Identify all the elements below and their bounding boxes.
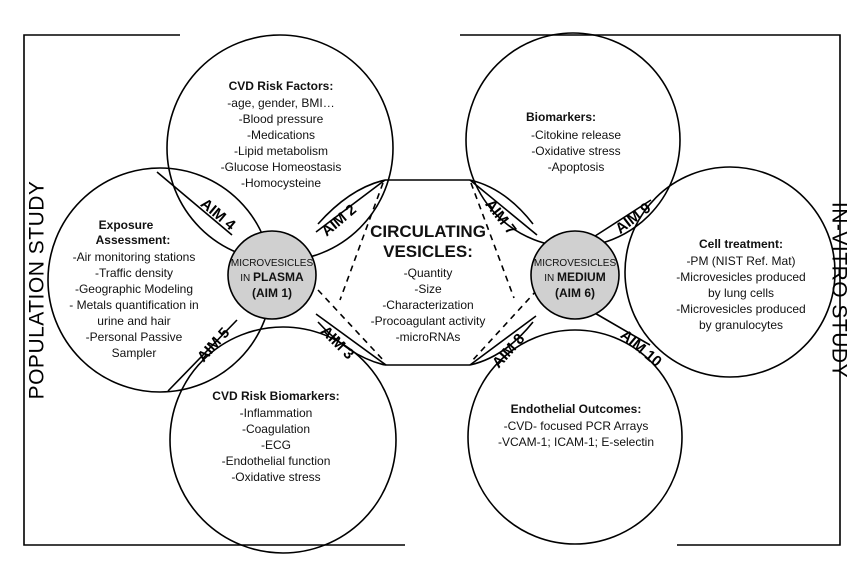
- cell-treatment-item: by lung cells: [708, 286, 774, 300]
- medium-hub-line3: (AIM 6): [555, 286, 595, 300]
- stadium-left-arc: [317, 179, 386, 225]
- endothelial-outcome-item: -VCAM-1; ICAM-1; E-selectin: [498, 435, 654, 449]
- cell-treatment-item: by granulocytes: [699, 318, 783, 332]
- exposure-item: -Traffic density: [95, 266, 173, 280]
- plasma-hub-circle: [227, 230, 317, 320]
- cvd-risk-factors-title: CVD Risk Factors:: [229, 79, 334, 93]
- cvd-risk-factor-item: -Homocysteine: [241, 176, 321, 190]
- cvd-risk-biomarkers-text: CVD Risk Biomarkers: -Inflammation -Coag…: [212, 389, 339, 484]
- cvd-risk-biomarker-item: -Endothelial function: [222, 454, 331, 468]
- circulating-vesicles-item: -Size: [414, 282, 442, 296]
- endothelial-outcomes-circle: [467, 329, 683, 545]
- plasma-hub-bold: PLASMA: [253, 270, 304, 284]
- exposure-item: Sampler: [112, 346, 157, 360]
- aim3-line: [315, 313, 387, 366]
- aim4-band-upper: [156, 171, 233, 236]
- cell-treatment-item: -PM (NIST Ref. Mat): [686, 254, 795, 268]
- aim2-dashed-line: [339, 182, 384, 301]
- aim7-line: [469, 179, 538, 236]
- cvd-risk-factor-item: -Blood pressure: [239, 112, 324, 126]
- cvd-risk-biomarker-item: -ECG: [261, 438, 291, 452]
- medium-hub-text: MICROVESICLES IN MEDIUM (AIM 6): [534, 258, 617, 300]
- cell-treatment-item: -Microvesicles produced: [676, 270, 805, 284]
- in-vitro-study-frame: [460, 34, 841, 546]
- biomarkers-title: Biomarkers:: [526, 110, 596, 124]
- exposure-item: - Metals quantification in: [69, 298, 198, 312]
- plasma-hub-text: MICROVESICLES IN PLASMA (AIM 1): [231, 258, 314, 300]
- aim5-label: AIM 5: [194, 324, 233, 365]
- stadium-right-arc-bottom: [469, 321, 534, 366]
- circulating-vesicles-title: CIRCULATING: [370, 222, 486, 241]
- endothelial-outcomes-title: Endothelial Outcomes:: [511, 402, 642, 416]
- cvd-risk-factor-item: -Medications: [247, 128, 315, 142]
- endothelial-outcome-item: -CVD- focused PCR Arrays: [504, 419, 649, 433]
- stadium-left-arc-bottom: [317, 321, 386, 366]
- stadium-right-arc: [469, 179, 534, 225]
- circulating-vesicles-shape: [385, 179, 470, 366]
- cvd-risk-factors-text: CVD Risk Factors: -age, gender, BMI… -Bl…: [221, 79, 342, 190]
- cvd-risk-factor-item: -age, gender, BMI…: [227, 96, 334, 110]
- exposure-assessment-title: Assessment:: [96, 233, 171, 247]
- circulating-vesicles-item: -microRNAs: [396, 330, 461, 344]
- cell-treatment-title: Cell treatment:: [699, 237, 783, 251]
- plasma-hub-line3: (AIM 1): [252, 286, 292, 300]
- aim3-dashed-line: [317, 289, 386, 363]
- circulating-vesicles-item: -Quantity: [404, 266, 453, 280]
- cvd-risk-biomarkers-title: CVD Risk Biomarkers:: [212, 389, 339, 403]
- aim10-line: [592, 311, 651, 346]
- cvd-risk-factor-item: -Glucose Homeostasis: [221, 160, 342, 174]
- exposure-item: -Geographic Modeling: [75, 282, 193, 296]
- biomarker-item: -Apoptosis: [548, 160, 605, 174]
- exposure-assessment-title: Exposure: [99, 218, 154, 232]
- circulating-vesicles-title: VESICLES:: [383, 242, 473, 261]
- circulating-vesicles-item: -Characterization: [382, 298, 473, 312]
- in-vitro-study-label: IN-VITRO STUDY: [827, 202, 850, 378]
- cell-treatment-text: Cell treatment: -PM (NIST Ref. Mat) -Mic…: [676, 237, 805, 332]
- cvd-risk-biomarker-item: -Oxidative stress: [231, 470, 320, 484]
- cvd-risk-biomarker-item: -Coagulation: [242, 422, 310, 436]
- plasma-hub-line1: MICROVESICLES: [231, 258, 314, 269]
- endothelial-outcomes-text: Endothelial Outcomes: -CVD- focused PCR …: [498, 402, 654, 449]
- medium-hub-prefix: IN: [544, 273, 557, 284]
- aim5-band-lower: [167, 319, 238, 392]
- medium-hub-line2: IN MEDIUM: [544, 270, 605, 284]
- aim7-dashed-line: [470, 182, 515, 299]
- biomarker-item: -Citokine release: [531, 128, 621, 142]
- aim8-line: [469, 315, 537, 366]
- aim8-dashed-line: [470, 289, 538, 363]
- cvd-risk-biomarker-item: -Inflammation: [240, 406, 313, 420]
- plasma-hub-line2: IN PLASMA: [240, 270, 304, 284]
- aim4-label: AIM 4: [197, 195, 239, 234]
- cvd-risk-factor-item: -Lipid metabolism: [234, 144, 328, 158]
- circulating-vesicles-text: CIRCULATING VESICLES: -Quantity -Size -C…: [370, 222, 486, 344]
- plasma-hub-prefix: IN: [240, 273, 253, 284]
- cell-treatment-circle: [624, 166, 836, 378]
- exposure-item: -Air monitoring stations: [73, 250, 196, 264]
- population-study-label: POPULATION STUDY: [26, 181, 49, 400]
- medium-hub-bold: MEDIUM: [557, 270, 606, 284]
- biomarker-item: -Oxidative stress: [531, 144, 620, 158]
- aim2-line: [315, 179, 386, 233]
- exposure-assessment-text: Exposure Assessment: -Air monitoring sta…: [69, 218, 198, 360]
- exposure-item: urine and hair: [97, 314, 170, 328]
- medium-hub-line1: MICROVESICLES: [534, 258, 617, 269]
- exposure-item: -Personal Passive: [86, 330, 183, 344]
- cell-treatment-item: -Microvesicles produced: [676, 302, 805, 316]
- aim9-line: [591, 199, 652, 239]
- population-study-frame: [23, 34, 405, 546]
- medium-hub-circle: [530, 230, 620, 320]
- circulating-vesicles-item: -Procoagulant activity: [371, 314, 486, 328]
- biomarkers-text: Biomarkers: -Citokine release -Oxidative…: [526, 110, 621, 174]
- cvd-risk-biomarkers-circle: [169, 326, 397, 554]
